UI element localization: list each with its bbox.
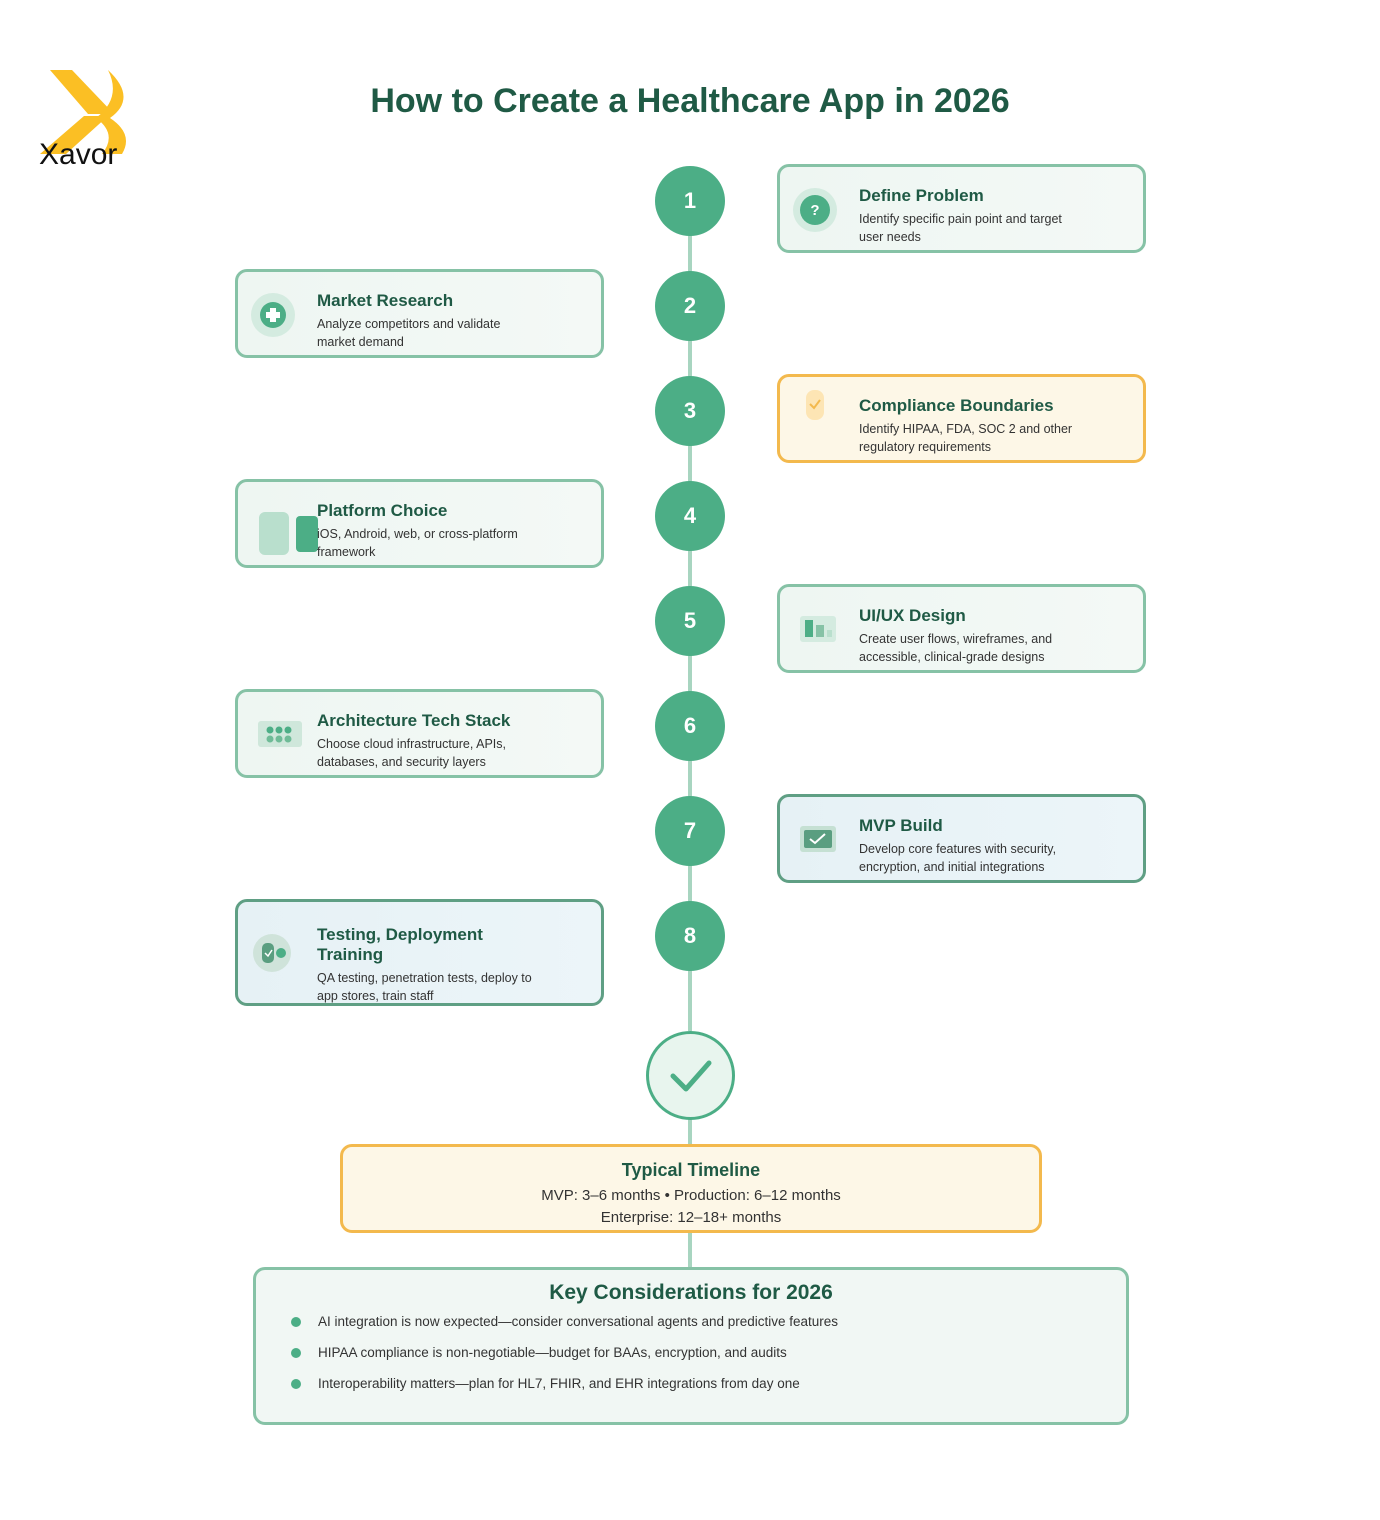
xavor-logo	[40, 70, 126, 154]
typical-timeline-box: Typical Timeline MVP: 3–6 months • Produ…	[340, 1144, 1042, 1233]
step-description: QA testing, penetration tests, deploy to…	[317, 971, 532, 1003]
step-card-define-problem: ? Define Problem Identify specific pain …	[777, 164, 1146, 253]
medical-cross-icon	[251, 293, 295, 337]
consideration-item: AI integration is now expected—consider …	[290, 1314, 839, 1329]
step-card-mvp-build: MVP Build Develop core features with sec…	[777, 794, 1146, 883]
step-card-architecture-tech-stack: Architecture Tech Stack Choose cloud inf…	[235, 689, 604, 778]
step-number-6: 6	[655, 691, 725, 761]
consideration-item: HIPAA compliance is non-negotiable—budge…	[291, 1345, 787, 1360]
step-description: Choose cloud infrastructure, APIs, datab…	[317, 737, 506, 769]
step-card-testing-deployment: Testing, Deployment Training QA testing,…	[235, 899, 604, 1006]
step-description: Develop core features with security, enc…	[859, 842, 1057, 874]
step-card-market-research: Market Research Analyze competitors and …	[235, 269, 604, 358]
step-card-ui-ux-design: UI/UX Design Create user flows, wirefram…	[777, 584, 1146, 673]
test-shield-icon	[253, 934, 291, 972]
question-icon: ?	[793, 188, 837, 232]
consideration-text: HIPAA compliance is non-negotiable—budge…	[318, 1345, 787, 1360]
timeline-line: MVP: 3–6 months • Production: 6–12 month…	[541, 1187, 841, 1204]
step-title: UI/UX Design	[859, 606, 966, 625]
step-description: iOS, Android, web, or cross-platform fra…	[317, 527, 518, 559]
key-considerations-box: Key Considerations for 2026 AI integrati…	[253, 1267, 1129, 1425]
completion-check-icon	[646, 1031, 735, 1120]
considerations-title: Key Considerations for 2026	[549, 1281, 833, 1304]
step-number-4: 4	[655, 481, 725, 551]
consideration-text: AI integration is now expected—consider …	[318, 1314, 839, 1329]
step-title: Market Research	[317, 291, 454, 310]
svg-text:?: ?	[810, 202, 819, 219]
shield-check-icon	[806, 390, 824, 420]
step-title: MVP Build	[859, 816, 943, 835]
step-title: Platform Choice	[317, 501, 448, 520]
step-description: Identify specific pain point and target …	[859, 212, 1062, 244]
step-number-3: 3	[655, 376, 725, 446]
step-title: Compliance Boundaries	[859, 396, 1054, 415]
chart-icon	[800, 616, 836, 642]
devices-icon	[259, 512, 318, 555]
timeline-line: Enterprise: 12–18+ months	[600, 1209, 782, 1226]
consideration-item: Interoperability matters—plan for HL7, F…	[291, 1376, 800, 1391]
server-grid-icon	[258, 721, 302, 747]
step-description: Create user flows, wireframes, and acces…	[859, 632, 1053, 664]
step-number-8: 8	[655, 901, 725, 971]
logo-text: Xavor	[39, 138, 118, 171]
step-title: Define Problem	[859, 186, 984, 205]
step-title: Architecture Tech Stack	[317, 711, 511, 730]
step-card-platform-choice: Platform Choice iOS, Android, web, or cr…	[235, 479, 604, 568]
step-card-compliance-boundaries: Compliance Boundaries Identify HIPAA, FD…	[777, 374, 1146, 463]
step-number-5: 5	[655, 586, 725, 656]
timeline-title: Typical Timeline	[621, 1160, 761, 1180]
step-description: Analyze competitors and validate market …	[317, 317, 501, 349]
page-title: How to Create a Healthcare App in 2026	[370, 82, 1010, 120]
consideration-text: Interoperability matters—plan for HL7, F…	[318, 1376, 800, 1391]
step-description: Identify HIPAA, FDA, SOC 2 and other reg…	[859, 422, 1073, 454]
checkbox-icon	[800, 826, 836, 852]
step-number-2: 2	[655, 271, 725, 341]
step-number-7: 7	[655, 796, 725, 866]
step-number-1: 1	[655, 166, 725, 236]
step-title: Testing, Deployment Training	[317, 925, 483, 964]
